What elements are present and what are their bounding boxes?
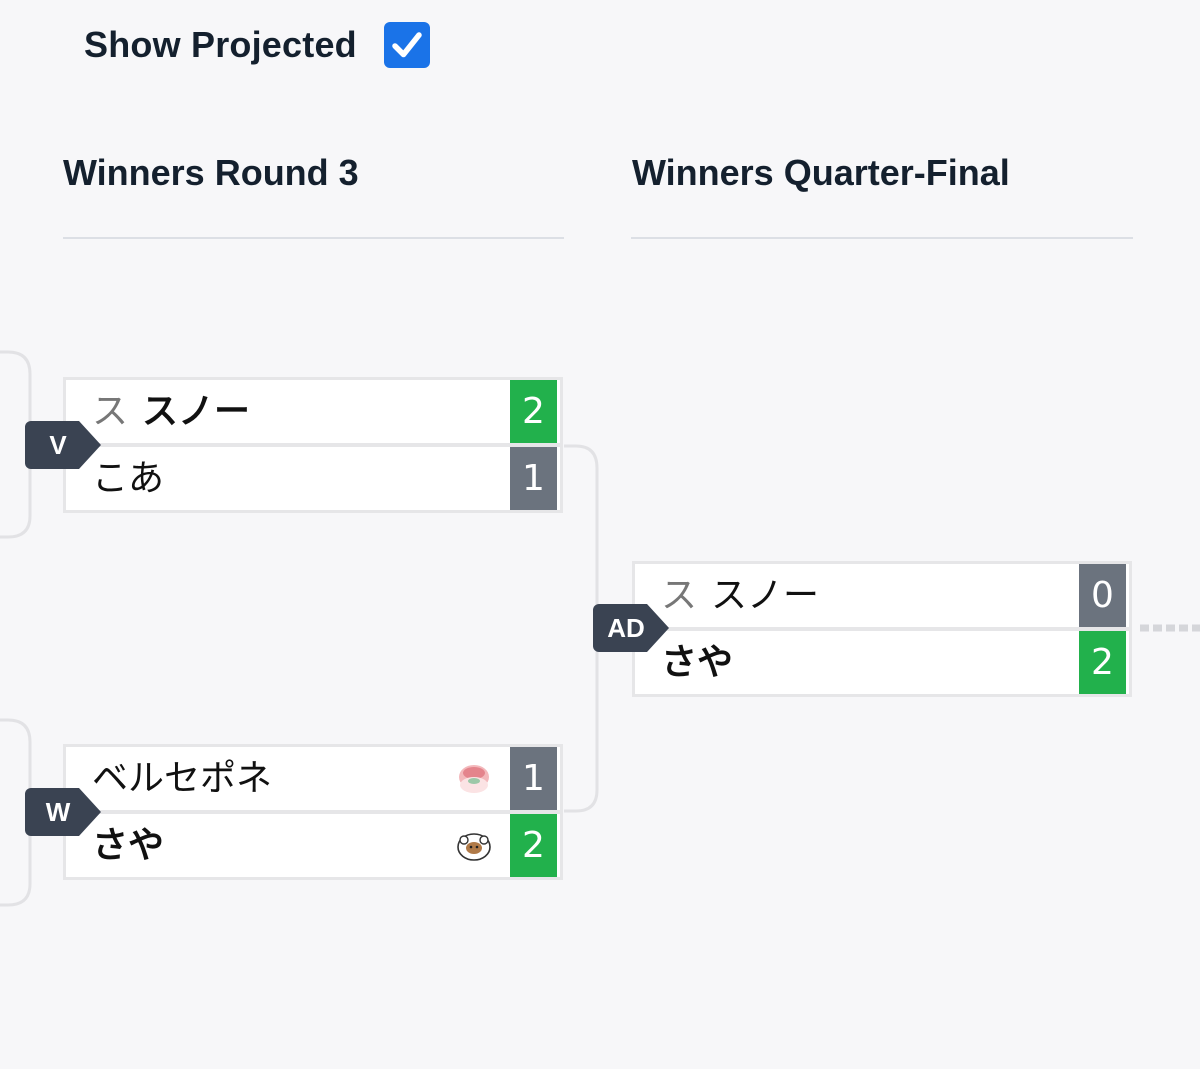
match-v[interactable]: ススノー 2 こあ 1 bbox=[63, 377, 563, 513]
match-id-badge: AD bbox=[593, 604, 669, 652]
score-box: 1 bbox=[510, 447, 557, 510]
round-title-winners-quarter-final: Winners Quarter-Final bbox=[632, 152, 1010, 193]
match-w[interactable]: ベルセポネ 1 さや 2 bbox=[63, 744, 563, 880]
show-projected-label: Show Projected bbox=[84, 24, 357, 65]
player-gamertag: スノー bbox=[142, 391, 251, 432]
player-gamertag: スノー bbox=[711, 575, 820, 616]
pink-character-icon bbox=[459, 765, 489, 793]
show-projected-row: Show Projected bbox=[84, 22, 357, 68]
match-id-badge: V bbox=[25, 421, 101, 469]
round-title-winners-round-3: Winners Round 3 bbox=[63, 152, 359, 193]
player-name: ススノー bbox=[661, 564, 819, 627]
match-slot[interactable]: ススノー 0 bbox=[635, 564, 1129, 627]
score-box: 2 bbox=[510, 814, 557, 877]
score-box: 0 bbox=[1079, 564, 1126, 627]
match-slot[interactable]: さや 2 bbox=[66, 814, 560, 877]
score-box: 2 bbox=[510, 380, 557, 443]
score-box: 1 bbox=[510, 747, 557, 810]
show-projected-checkbox[interactable] bbox=[384, 22, 430, 68]
white-character-icon bbox=[457, 833, 491, 861]
player-name: さや bbox=[92, 825, 165, 866]
round-divider bbox=[63, 237, 564, 239]
match-slot[interactable]: こあ 1 bbox=[66, 447, 560, 510]
player-name: さや bbox=[661, 642, 734, 683]
checkmark-icon bbox=[392, 32, 422, 58]
round-divider bbox=[631, 237, 1133, 239]
match-ad[interactable]: ススノー 0 さや 2 bbox=[632, 561, 1132, 697]
player-name: ベルセポネ bbox=[92, 758, 273, 799]
match-id-badge: W bbox=[25, 788, 101, 836]
match-slot[interactable]: ススノー 2 bbox=[66, 380, 560, 443]
player-name: ススノー bbox=[92, 380, 250, 443]
match-slot[interactable]: さや 2 bbox=[635, 631, 1129, 694]
score-box: 2 bbox=[1079, 631, 1126, 694]
match-slot[interactable]: ベルセポネ 1 bbox=[66, 747, 560, 810]
player-name: こあ bbox=[92, 458, 165, 499]
